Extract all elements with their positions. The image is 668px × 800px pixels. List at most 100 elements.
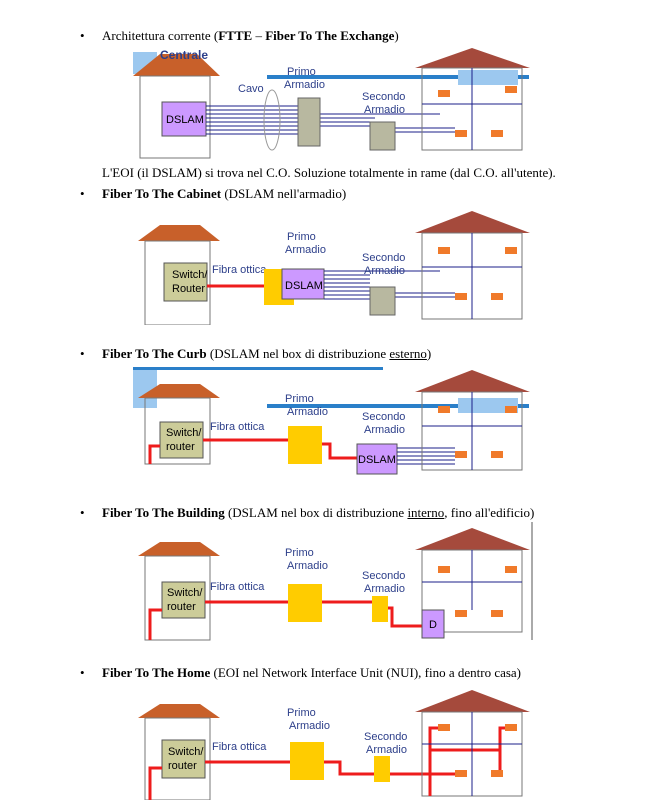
first-cabinet-label: Primo [287, 707, 316, 719]
central-office-building [144, 717, 211, 800]
first-cabinet-label-2: Armadio [287, 406, 328, 418]
switch-router-box [163, 262, 208, 302]
socket [505, 86, 517, 93]
roof [138, 225, 220, 241]
router-label: Router [172, 283, 205, 295]
second-cabinet-label: Secondo [362, 411, 405, 423]
dslam-label: DSLAM [166, 114, 204, 126]
socket [505, 724, 517, 731]
second-cabinet-label-2: Armadio [364, 265, 405, 277]
socket [455, 770, 467, 777]
diagram-ftte: Centrale DSLAM Cavo Primo Armadio Second… [133, 48, 530, 159]
section-fttb-heading: Fiber To The Building (DSLAM nel box di … [102, 505, 535, 520]
first-cabinet-label-2: Armadio [284, 79, 325, 91]
first-cabinet-label-2: Armadio [287, 560, 328, 572]
second-cabinet [369, 121, 396, 151]
second-cabinet-label: Secondo [362, 252, 405, 264]
switch-label: Switch/ [167, 587, 203, 599]
top-bar [133, 367, 383, 370]
backbone-bar [267, 404, 529, 408]
central-office-building [144, 397, 211, 465]
first-cabinet-label: Primo [285, 547, 314, 559]
second-cabinet-label-2: Armadio [364, 583, 405, 595]
backbone-bar [267, 75, 529, 79]
dslam-label: DSLAM [358, 454, 396, 466]
first-cabinet [288, 426, 322, 464]
roof [138, 704, 220, 718]
socket [491, 293, 503, 300]
fiber-label: Fibra ottica [210, 581, 265, 593]
house-roof [415, 690, 530, 712]
socket [438, 90, 450, 97]
second-cabinet [372, 596, 388, 622]
second-cabinet-label-2: Armadio [364, 104, 405, 116]
home-fiber [428, 726, 507, 796]
router-label: router [168, 760, 197, 772]
socket [438, 724, 450, 731]
house-roof [415, 48, 530, 68]
fiber-label: Fibra ottica [212, 741, 267, 753]
bullet: • [80, 505, 85, 520]
diagram-fttc: Switch/ Router Fibra ottica DSLAM Primo … [138, 211, 530, 325]
copper-cable [397, 447, 455, 465]
diagram-fttcurb: Switch/ router Fibra ottica Primo Armadi… [133, 367, 530, 475]
second-cabinet-label: Secondo [362, 91, 405, 103]
roof [138, 542, 220, 556]
first-cabinet [288, 584, 322, 622]
socket [491, 770, 503, 777]
second-cabinet-label-2: Armadio [366, 744, 407, 756]
diagram-ftth: Switch/ router Fibra ottica Primo Armadi… [138, 690, 530, 800]
house-roof [415, 370, 530, 392]
central-office-building [144, 240, 211, 325]
dslam-label: D [429, 619, 437, 631]
socket [505, 566, 517, 573]
fiber-label: Fibra ottica [212, 264, 267, 276]
socket [455, 610, 467, 617]
section-fttcurb-heading: Fiber To The Curb (DSLAM nel box di dist… [102, 346, 432, 361]
switch-router-box [161, 739, 206, 779]
first-cabinet-label: Primo [285, 393, 314, 405]
central-office-label: Centrale [160, 48, 208, 62]
first-cabinet-label: Primo [287, 231, 316, 243]
dslam-label: DSLAM [285, 280, 323, 292]
fiber-label: Fibra ottica [210, 421, 265, 433]
fiber-line [322, 442, 360, 460]
second-cabinet [374, 756, 390, 782]
switch-router-box [161, 581, 206, 619]
dslam-box [356, 443, 398, 475]
bullet: • [80, 346, 85, 361]
socket [455, 293, 467, 300]
switch-label: Switch/ [166, 427, 202, 439]
first-cabinet-label-2: Armadio [289, 720, 330, 732]
second-cabinet-label-2: Armadio [364, 424, 405, 436]
first-cabinet-label: Primo [287, 66, 316, 78]
ftte-note: L'EOI (il DSLAM) si trova nel C.O. Soluz… [102, 165, 556, 180]
second-cabinet-label: Secondo [364, 731, 407, 743]
first-cabinet [290, 742, 324, 780]
second-cabinet-label: Secondo [362, 570, 405, 582]
house-roof [415, 528, 530, 550]
central-office-building [139, 75, 211, 159]
central-office-building [144, 555, 211, 641]
bullet: • [80, 186, 85, 201]
copper-cable [206, 105, 455, 135]
fiber-line [148, 608, 162, 640]
socket [438, 247, 450, 254]
section-ftth-heading: Fiber To The Home (EOI nel Network Inter… [102, 665, 522, 680]
router-label: router [166, 441, 195, 453]
first-cabinet-label-2: Armadio [285, 244, 326, 256]
socket [491, 610, 503, 617]
socket [455, 451, 467, 458]
second-cabinet [369, 286, 396, 316]
switch-label: Switch/ [172, 269, 208, 281]
router-label: router [167, 601, 196, 613]
roof [138, 384, 220, 398]
dslam-box [161, 101, 207, 137]
socket [505, 247, 517, 254]
socket [455, 130, 467, 137]
bullet: • [80, 28, 85, 43]
section-ftte-heading: Architettura corrente (FTTE – Fiber To T… [102, 28, 399, 43]
socket [438, 566, 450, 573]
fiber-line [148, 766, 162, 800]
socket [491, 130, 503, 137]
